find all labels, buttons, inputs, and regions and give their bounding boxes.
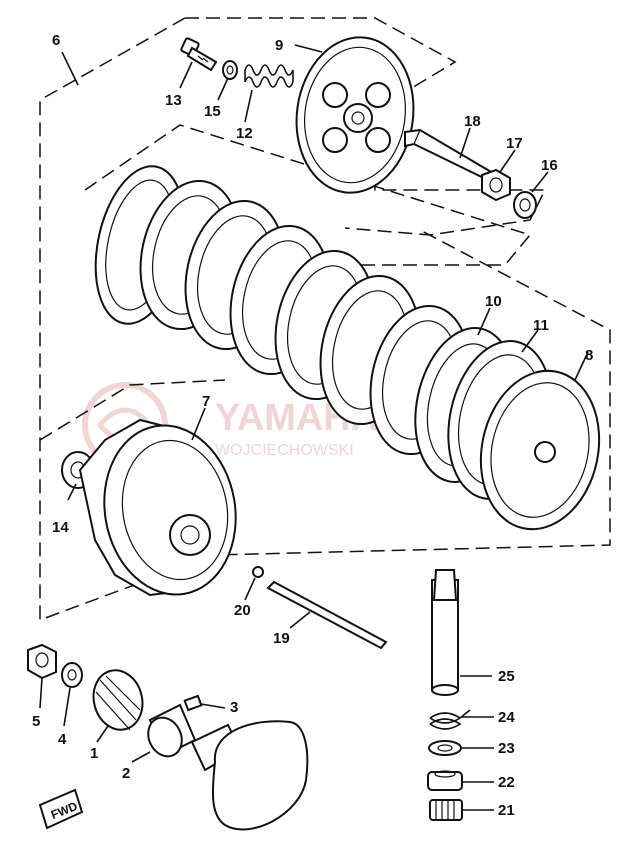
part-1-primary-drive-gear xyxy=(92,669,144,731)
label-15: 15 xyxy=(204,103,221,120)
label-12: 12 xyxy=(236,125,253,142)
label-1: 1 xyxy=(90,745,98,762)
part-number-labels: 6 9 13 15 12 18 17 16 10 11 8 7 14 20 19… xyxy=(32,32,593,819)
label-11: 11 xyxy=(533,317,549,334)
label-7: 7 xyxy=(202,393,210,410)
watermark-sub: WOJCIECHOWSKI xyxy=(215,442,354,459)
label-8: 8 xyxy=(585,347,593,364)
part-17-nut xyxy=(481,168,511,202)
label-16: 16 xyxy=(541,157,558,174)
part-13-bolt xyxy=(180,37,218,72)
part-16-washer xyxy=(513,191,537,219)
part-24-spring xyxy=(429,709,471,730)
part-4-washer xyxy=(61,662,83,688)
part-8-clutch-boss xyxy=(479,369,601,531)
label-6: 6 xyxy=(52,32,60,49)
label-13: 13 xyxy=(165,92,182,109)
crankshaft-flywheel xyxy=(190,720,309,831)
part-22-oil-seal xyxy=(427,770,463,791)
label-5: 5 xyxy=(32,713,40,730)
label-24: 24 xyxy=(498,709,515,726)
part-25-push-lever-shaft xyxy=(431,569,459,696)
part-3-key xyxy=(183,694,203,712)
part-7-clutch-housing xyxy=(78,418,237,597)
part-20-ball xyxy=(252,566,264,578)
fwd-marker: FWD xyxy=(38,788,84,830)
label-9: 9 xyxy=(275,37,283,54)
label-19: 19 xyxy=(273,630,290,647)
part-5-nut xyxy=(27,643,57,680)
label-18: 18 xyxy=(464,113,481,130)
label-2: 2 xyxy=(122,765,130,782)
label-22: 22 xyxy=(498,774,515,791)
part-2-spacer xyxy=(147,703,197,758)
part-19-push-rod xyxy=(266,580,388,650)
label-14: 14 xyxy=(52,519,69,536)
part-12-spring xyxy=(244,64,294,88)
label-4: 4 xyxy=(58,731,67,748)
part-21-bearing xyxy=(429,799,463,821)
label-17: 17 xyxy=(506,135,523,152)
leader-lines xyxy=(39,44,589,811)
clutch-plate-stack xyxy=(94,165,471,456)
part-23-washer xyxy=(428,740,462,756)
label-25: 25 xyxy=(498,668,515,685)
label-23: 23 xyxy=(498,740,515,757)
label-10: 10 xyxy=(485,293,502,310)
label-21: 21 xyxy=(498,802,515,819)
part-9-pressure-plate xyxy=(295,36,415,194)
label-3: 3 xyxy=(230,699,238,716)
label-20: 20 xyxy=(234,602,251,619)
part-15-washer xyxy=(222,60,238,80)
